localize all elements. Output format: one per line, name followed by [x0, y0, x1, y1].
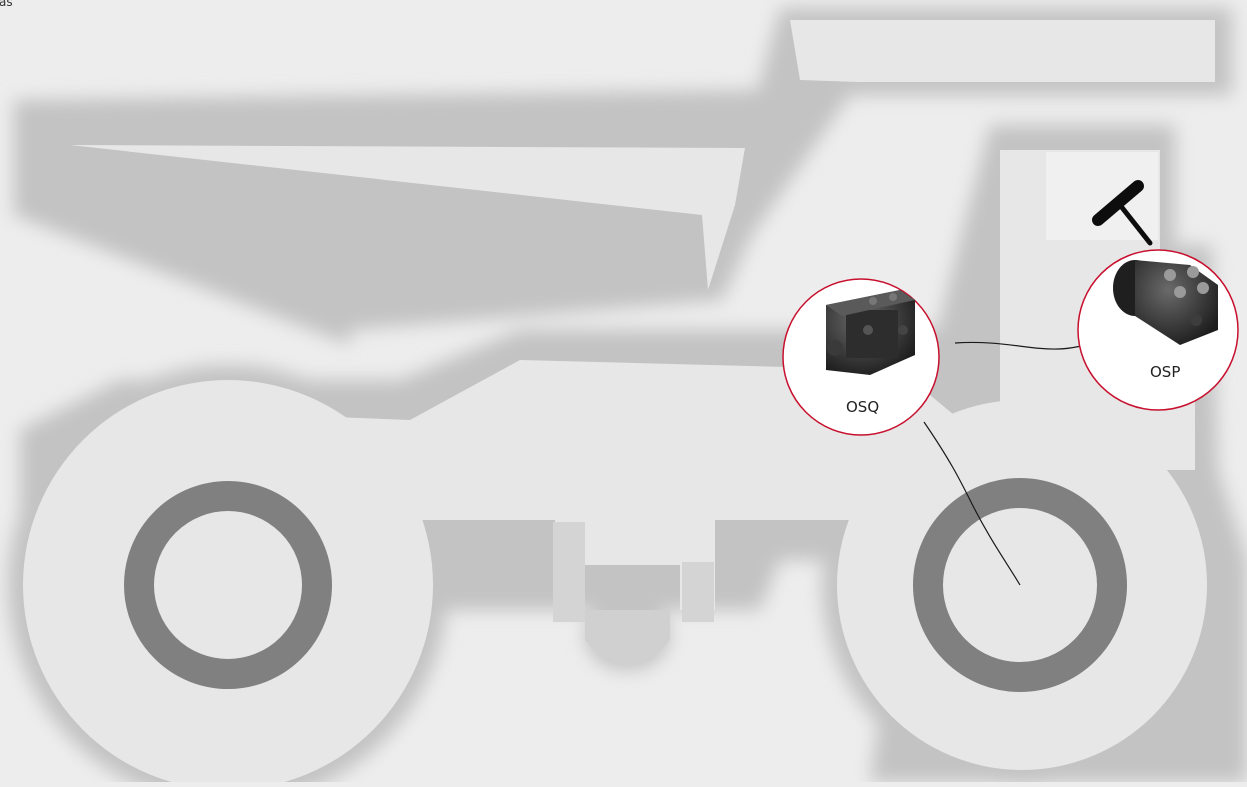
axle-slot-left — [553, 522, 585, 622]
axle-slot-right — [682, 562, 714, 622]
corner-text: as — [0, 0, 13, 9]
cab-window — [1046, 152, 1158, 240]
callout-label-osp: OSP — [1150, 363, 1180, 381]
callout-osq[interactable]: OSQ — [783, 279, 939, 435]
truck-silhouette — [8, 8, 1247, 782]
callout-osp[interactable]: OSP — [1078, 250, 1238, 410]
bed-inner-top — [790, 20, 1215, 82]
callout-label-osq: OSQ — [846, 398, 879, 416]
